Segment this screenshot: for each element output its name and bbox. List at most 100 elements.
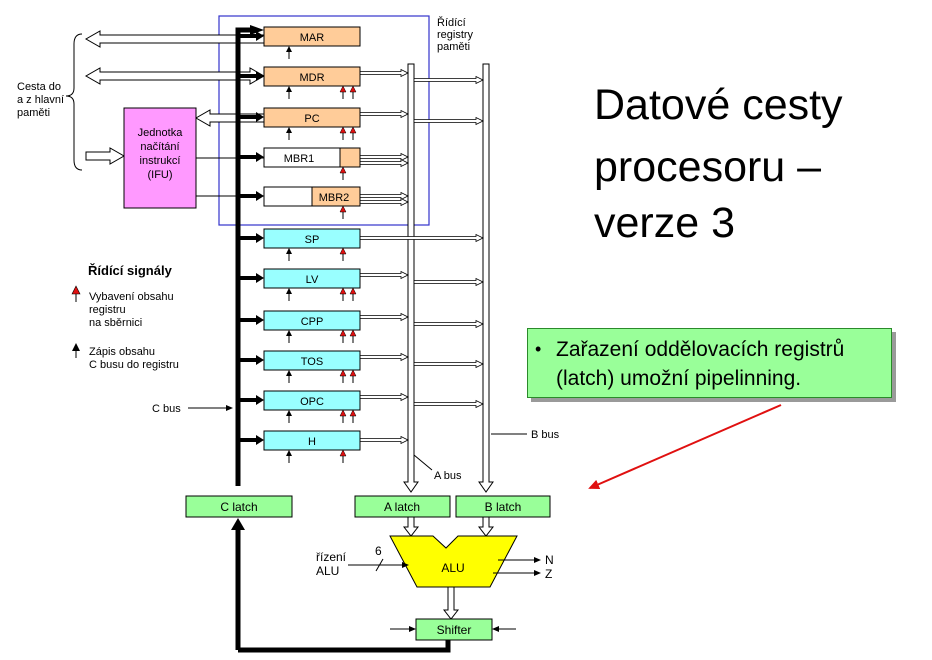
pc-write-arrow-icon [286, 127, 292, 140]
ifu-label-4: (IFU) [147, 169, 172, 181]
opc-to-b-bus-arrow [413, 399, 484, 409]
slide-title-line-2: procesoru – [594, 143, 822, 191]
memory-path-label-1: Cesta do [17, 81, 61, 93]
cpp-write-arrow-icon [286, 330, 292, 343]
tos-write-arrow-icon [286, 370, 292, 383]
flag-z-label: Z [545, 567, 552, 581]
sp-to-b-bus-arrow [359, 233, 484, 243]
mbr2-read-arrow-icon-1 [339, 205, 347, 219]
c-latch-label: C latch [220, 500, 257, 514]
control-registers-label-2: registry [437, 29, 474, 41]
ifu-label-3: instrukcí [140, 155, 181, 167]
a-bus-label: A bus [434, 470, 462, 482]
tos-c-bus-tap-arrowhead [256, 355, 264, 365]
h-to-a-bus-arrow [359, 435, 409, 445]
alu-control-label-2: ALU [316, 564, 339, 578]
cpp-read-arrow-icon-2 [349, 329, 357, 343]
c-bus-top-arrowhead [250, 25, 264, 35]
opc-c-bus-tap-arrowhead [256, 395, 264, 405]
b-latch-box [455, 495, 551, 518]
legend-red-label-3: na sběrnici [89, 317, 142, 329]
c-bus-feedback-line [238, 640, 451, 653]
register-mdr-label: MDR [299, 72, 324, 84]
alu-control-label-1: řízení [316, 550, 347, 564]
opc-write-arrow-icon [286, 410, 292, 423]
mar-write-arrow-icon [286, 46, 292, 59]
legend-black-arrow-icon [72, 343, 80, 358]
opc-to-a-bus-arrow [359, 392, 409, 402]
a-bus-label-line [413, 454, 433, 471]
register-cpp: CPP [263, 310, 361, 343]
register-pc: PC [263, 107, 361, 140]
control-registers-label-1: Řídící [437, 16, 466, 29]
alu-to-shifter-arrow [442, 586, 460, 620]
memory-path-label-2: a z hlavní [17, 94, 64, 106]
signals-title: Řídící signály [88, 263, 173, 278]
shifter-label: Shifter [437, 623, 472, 637]
mdr-to-b-bus-arrow [413, 75, 484, 85]
lv-write-arrow-icon [286, 288, 292, 301]
register-sp: SP [263, 228, 361, 261]
pc-to-a-bus-arrow [359, 109, 409, 119]
ifu-label-2: načítání [140, 141, 179, 153]
legend-red-arrow-icon [71, 285, 81, 302]
lv-read-arrow-icon-1 [339, 287, 347, 301]
alu-shape [389, 535, 518, 588]
lv-read-arrow-icon-2 [349, 287, 357, 301]
pc-to-ifu-arrow [194, 109, 265, 127]
register-mbr1: MBR1 [263, 147, 361, 180]
ifu-box [123, 107, 197, 209]
sp-c-bus-tap-arrowhead [256, 233, 264, 243]
tos-read-arrow-icon-2 [349, 369, 357, 383]
register-mar-label: MAR [300, 32, 325, 44]
lv-to-a-bus-arrow [359, 270, 409, 280]
h-write-arrow-icon [286, 450, 292, 463]
register-h-label: H [308, 436, 316, 448]
legend-black-label-1: Zápis obsahu [89, 346, 155, 358]
mbr2-to-a-bus-arrow-2 [359, 197, 409, 207]
b-latch-label: B latch [485, 500, 522, 514]
memory-path-label-3: paměti [17, 107, 50, 119]
register-mbr2: MBR2 [263, 186, 361, 219]
memory-to-ifu-arrow [85, 147, 126, 165]
mbr2-c-bus-tap-arrowhead [256, 191, 264, 201]
legend-red-label-2: registru [89, 304, 126, 316]
cpp-read-arrow-icon-1 [339, 329, 347, 343]
c-bus-label: C bus [152, 403, 181, 415]
register-mbr2-label: MBR2 [319, 192, 350, 204]
register-cpp-label: CPP [301, 316, 324, 328]
a-latch-label: A latch [384, 500, 420, 514]
note-line-1: Zařazení oddělovacích registrů [556, 338, 845, 361]
slide-title-line-1: Datové cesty [594, 81, 843, 129]
register-opc: OPC [263, 390, 361, 423]
mdr-read-arrow-icon-2 [349, 85, 357, 99]
h-c-bus-tap-arrowhead [256, 435, 264, 445]
mbr2-to-a-bus-arrow [359, 191, 409, 201]
mdr-c-bus-tap-arrowhead [256, 71, 264, 81]
mbr1-to-a-bus-arrow-2 [359, 158, 409, 168]
pc-read-arrow-icon-2 [349, 126, 357, 140]
tos-read-arrow-icon-1 [339, 369, 347, 383]
tos-to-a-bus-arrow [359, 352, 409, 362]
c-bus-feedback-arrowhead [231, 518, 245, 530]
mdr-write-arrow-icon [286, 86, 292, 99]
mbr1-read-arrow-icon-1 [339, 166, 347, 180]
tos-to-b-bus-arrow [413, 359, 484, 369]
note-pointer-arrow [588, 404, 782, 489]
sp-read-arrow-icon-1 [339, 247, 347, 261]
register-mdr: MDR [263, 66, 361, 99]
register-lv-label: LV [306, 274, 319, 286]
register-mbr1-label: MBR1 [284, 153, 315, 165]
register-opc-label: OPC [300, 396, 324, 408]
mbr1-c-bus-tap-arrowhead [256, 152, 264, 162]
opc-read-arrow-icon-1 [339, 409, 347, 423]
pc-to-b-bus-arrow [413, 116, 484, 126]
register-tos-label: TOS [301, 356, 323, 368]
pc-read-arrow-icon-1 [339, 126, 347, 140]
a-bus-line [403, 63, 419, 493]
register-lv: LV [263, 268, 361, 301]
register-pc-label: PC [304, 113, 319, 125]
mdr-read-arrow-icon-1 [339, 85, 347, 99]
sp-write-arrow-icon [286, 248, 292, 261]
